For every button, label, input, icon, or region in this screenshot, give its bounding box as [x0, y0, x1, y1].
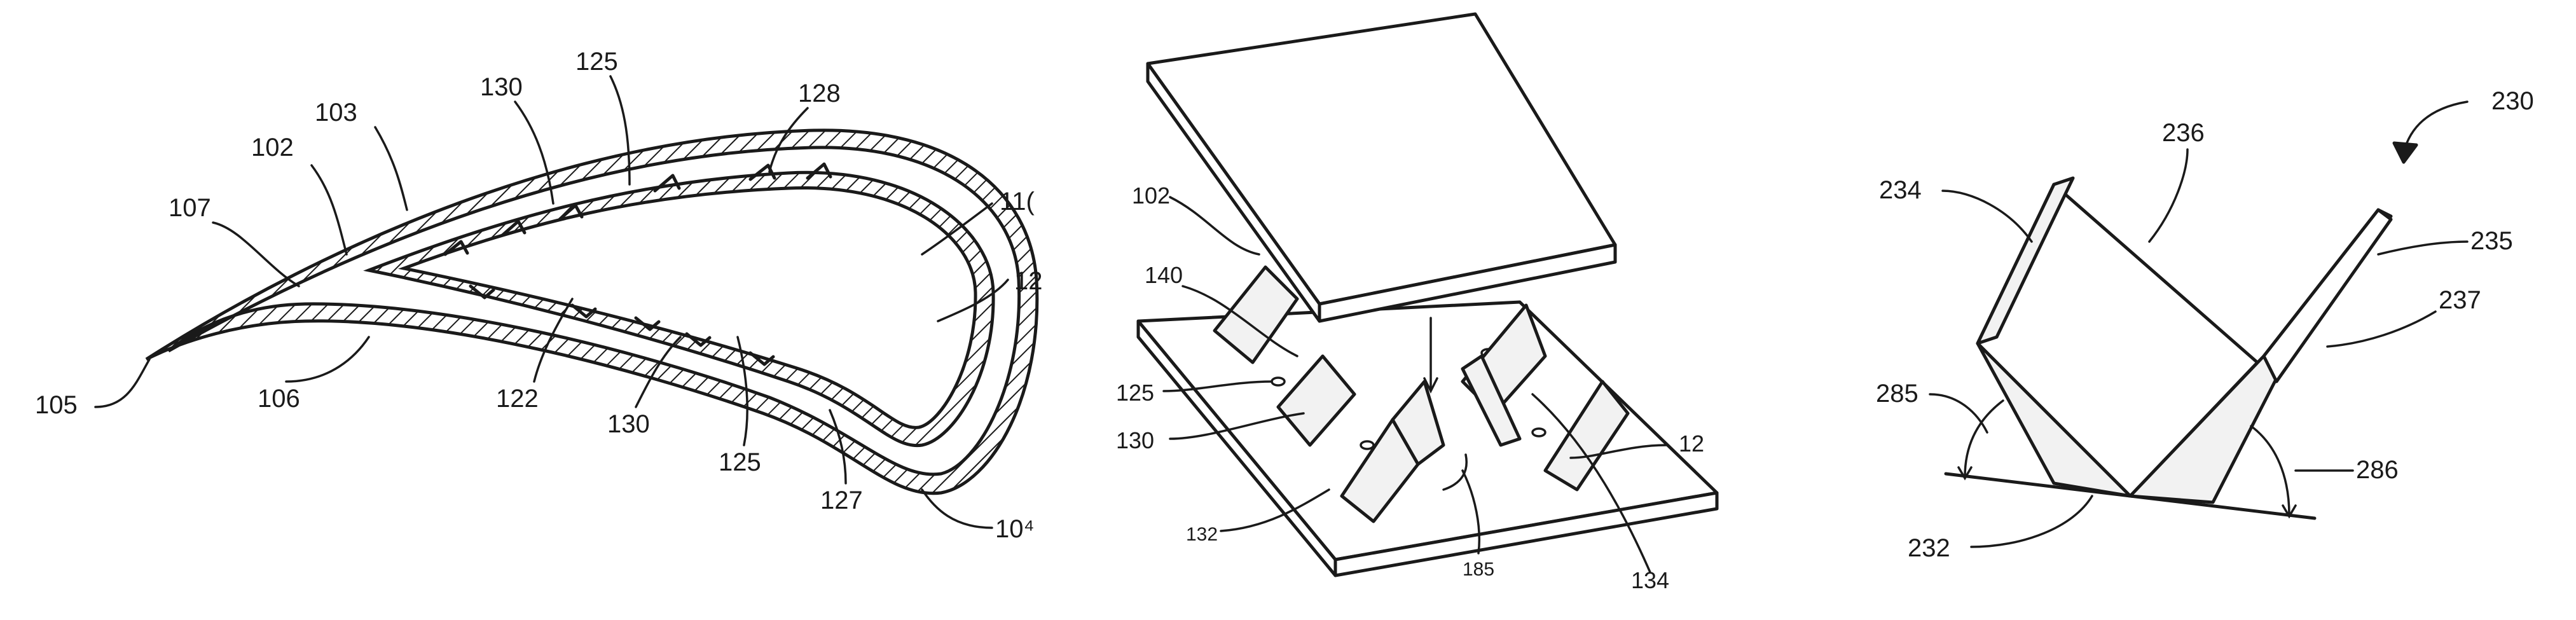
label-140: 140 — [1145, 262, 1183, 288]
fin — [1461, 354, 1522, 447]
plate-assembly-figure: 102 140 125 130 132 185 134 12 — [1116, 12, 1719, 593]
arc-arrowhead — [2282, 504, 2297, 519]
angle-arc-286 — [2250, 425, 2290, 516]
label-127: 127 — [820, 486, 863, 514]
airfoil-outer-wall — [145, 128, 1039, 495]
label-125-mid: 125 — [1116, 380, 1154, 406]
angle-arc-285 — [1964, 399, 2004, 478]
label-102: 102 — [251, 134, 294, 162]
v-element-figure: 230 236 234 235 237 285 286 232 — [1876, 87, 2534, 562]
label-107: 107 — [169, 194, 211, 222]
label-106: 106 — [258, 385, 300, 413]
turbulators — [443, 162, 832, 366]
label-105: 105 — [35, 391, 78, 419]
top-plate-side — [1318, 243, 1617, 323]
label-285: 285 — [1876, 380, 1918, 408]
label-104: 10⁴ — [995, 515, 1035, 543]
right-panel-face — [2262, 208, 2393, 383]
fin — [1391, 380, 1445, 466]
arc-arrowhead — [1957, 466, 1973, 481]
fin — [1543, 380, 1630, 492]
airfoil-leaders — [94, 75, 1009, 529]
label-12x: 12 — [1014, 267, 1043, 295]
label-234: 234 — [1879, 176, 1922, 204]
label-102-mid: 102 — [1132, 183, 1170, 209]
label-130-mid: 130 — [1116, 427, 1154, 453]
fin — [1276, 354, 1356, 447]
label-132: 132 — [1186, 524, 1218, 545]
label-230: 230 — [2491, 87, 2534, 115]
label-235: 235 — [2470, 227, 2513, 255]
left-panel-bottom — [1976, 341, 2132, 498]
label-122: 122 — [496, 385, 539, 413]
label-103: 103 — [315, 99, 357, 127]
angle-arc-185 — [1442, 453, 1468, 491]
label-130-top: 130 — [480, 73, 523, 101]
fin — [1213, 265, 1299, 364]
hole — [1531, 427, 1546, 437]
label-125-bottom: 125 — [719, 448, 761, 476]
label-185: 185 — [1463, 559, 1494, 580]
label-125-top: 125 — [575, 48, 618, 76]
label-128: 128 — [798, 79, 841, 107]
label-134: 134 — [1631, 567, 1669, 593]
label-12-mid: 12 — [1679, 431, 1704, 457]
airfoil-section-figure: 105 107 102 103 130 125 128 11( 12 106 1… — [35, 48, 1043, 543]
label-286: 286 — [2356, 456, 2399, 484]
hole — [1360, 440, 1375, 450]
arrow-head — [1423, 377, 1438, 394]
arrow-230-head — [2392, 141, 2418, 164]
label-236: 236 — [2162, 119, 2205, 147]
label-237: 237 — [2439, 286, 2481, 314]
label-110: 11( — [1000, 188, 1035, 216]
label-232: 232 — [1908, 534, 1950, 562]
label-130-bottom: 130 — [607, 410, 650, 438]
